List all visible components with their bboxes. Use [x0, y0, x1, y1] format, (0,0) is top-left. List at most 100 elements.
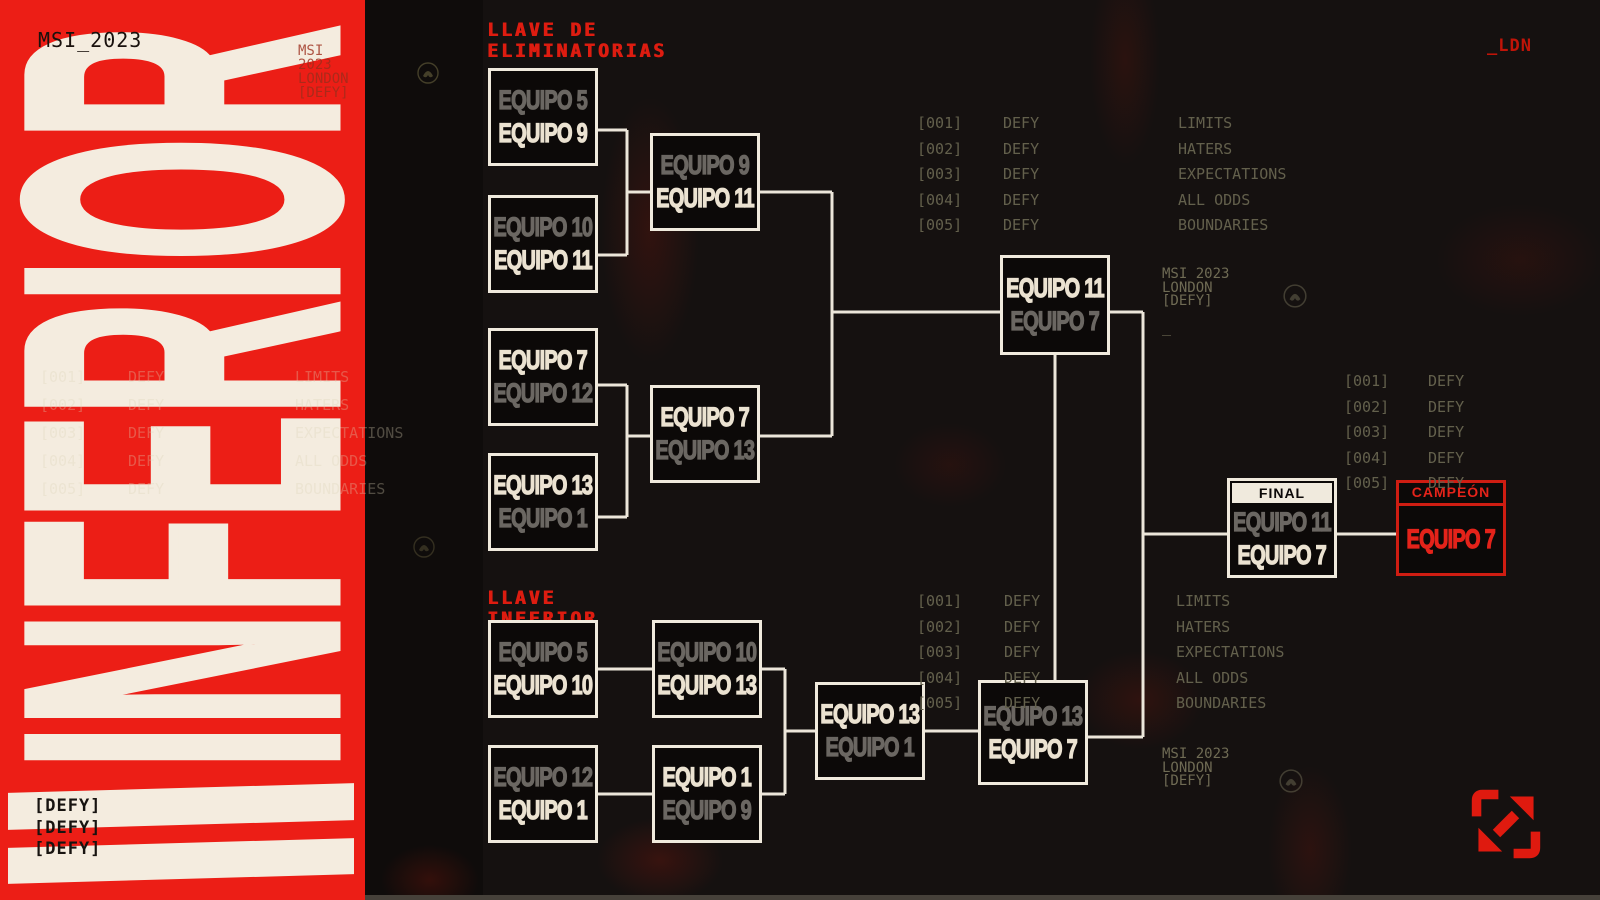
team-name: EQUIPO 5: [498, 84, 588, 115]
defy-list-id: [003]: [1344, 423, 1390, 442]
defy-list-object: HATERS: [295, 396, 350, 414]
heading-line: LLAVE DE: [487, 18, 598, 41]
defy-list-object: BOUNDARIES: [295, 480, 386, 498]
defy-list-verb: DEFY: [1004, 694, 1041, 713]
defy-list-id: [002]: [917, 617, 963, 636]
defy-list-verb: DEFY: [1428, 397, 1465, 416]
event-code-label: MSI_2023: [38, 28, 143, 52]
defy-list-verb: DEFY: [1003, 114, 1040, 132]
defy-list-id: [005]: [40, 480, 86, 498]
defy-list-object: LIMITS: [1178, 114, 1233, 132]
final-header-label: FINAL: [1232, 483, 1332, 503]
champion-header-label: CAMPEÓN: [1399, 483, 1503, 506]
team-name: EQUIPO 11: [1233, 506, 1332, 537]
defy-list-verb: DEFY: [1004, 617, 1041, 636]
defy-list-verb: DEFY: [1004, 668, 1041, 687]
team-name: EQUIPO 10: [493, 211, 594, 242]
team-name: EQUIPO 9: [498, 117, 588, 148]
defy-list-object: EXPECTATIONS: [1176, 643, 1285, 662]
texture-column: [365, 0, 483, 900]
team-name: EQUIPO 11: [656, 182, 755, 213]
defy-list-id: [003]: [40, 424, 86, 442]
event-watermark-top: MSI 2023 LONDON [DEFY]: [1162, 267, 1229, 309]
team-name: EQUIPO 1: [498, 794, 588, 825]
team-name: EQUIPO 7: [1010, 305, 1100, 336]
defy-list-verb: DEFY: [1428, 372, 1465, 390]
defy-list-id: [002]: [40, 396, 86, 414]
defy-list-verb: DEFY: [128, 396, 165, 414]
banner-watermark-line: [DEFY]: [298, 85, 349, 101]
defy-list-id: [001]: [917, 592, 963, 610]
defy-list-verb: DEFY: [1003, 190, 1040, 209]
heading-line: LLAVE: [487, 586, 557, 609]
msi-crest-icon: [1279, 769, 1303, 793]
defy-list-id: [004]: [40, 452, 86, 470]
team-list: EQUIPO 7: [1399, 506, 1503, 573]
heading-line: ELIMINATORIAS: [487, 39, 667, 62]
team-name: EQUIPO 13: [493, 469, 594, 500]
defy-list-verb: DEFY: [1003, 165, 1040, 184]
defy-list-id: [005]: [1344, 474, 1390, 493]
msi-crest-icon: [1283, 284, 1307, 308]
team-name: EQUIPO 7: [660, 401, 750, 432]
defy-list-verb: DEFY: [1004, 592, 1041, 610]
team-name: EQUIPO 13: [657, 669, 758, 700]
team-name: EQUIPO 10: [657, 636, 758, 667]
defy-list-verb: DEFY: [1004, 643, 1041, 662]
defy-list-object: BOUNDARIES: [1178, 216, 1269, 235]
defy-list-verb: DEFY: [1003, 216, 1040, 235]
msi-crest-icon: [413, 536, 435, 558]
team-name: EQUIPO 12: [493, 377, 594, 408]
defy-list-verb: DEFY: [1003, 139, 1040, 158]
expand-arrows-icon[interactable]: [1468, 786, 1544, 862]
team-name: EQUIPO 7: [498, 344, 588, 375]
team-name: EQUIPO 11: [494, 244, 593, 275]
team-name: EQUIPO 12: [493, 761, 594, 792]
team-name: EQUIPO 9: [660, 149, 750, 180]
banner-watermark-line: LONDON: [298, 71, 349, 87]
defy-list-id: [001]: [917, 114, 963, 132]
defy-list-id: [001]: [1344, 372, 1390, 390]
defy-list-id: [004]: [1344, 448, 1390, 467]
team-name: EQUIPO 1: [498, 502, 588, 533]
inferior-banner: INFERIOR MSI_2023 MSI 2023 LONDON [DEFY]…: [0, 0, 365, 900]
team-name: EQUIPO 13: [655, 434, 756, 465]
watermark-line: [DEFY]: [1162, 773, 1213, 789]
team-name: EQUIPO 11: [1006, 272, 1105, 303]
defy-list-object: LIMITS: [1176, 592, 1231, 610]
defy-list-object: HATERS: [1176, 617, 1231, 636]
team-name: EQUIPO 7: [1406, 523, 1496, 554]
defy-tag-stack: [DEFY] [DEFY] [DEFY]: [34, 796, 101, 861]
team-name: EQUIPO 7: [1237, 539, 1327, 570]
team-name: EQUIPO 13: [983, 700, 1084, 731]
defy-list-object: EXPECTATIONS: [1178, 165, 1287, 184]
defy-list-id: [004]: [917, 190, 963, 209]
team-name: EQUIPO 1: [825, 731, 915, 762]
defy-list-object: ALL ODDS: [1176, 668, 1249, 687]
defy-list-verb: DEFY: [1428, 474, 1465, 493]
defy-list-id: [002]: [1344, 397, 1390, 416]
